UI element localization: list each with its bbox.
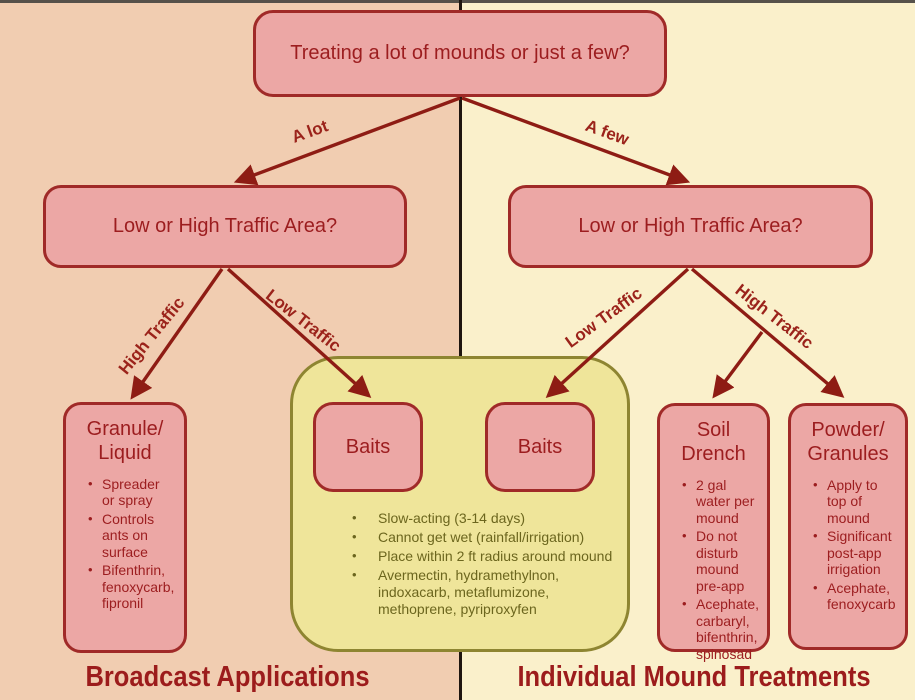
node-root-question: Treating a lot of mounds or just a few? (253, 10, 667, 97)
bullet-item: Apply to top of mound (813, 477, 895, 527)
granule-liquid-bullets: Spreader or sprayControls ants on surfac… (74, 476, 176, 612)
bullet-item: Spreader or spray (88, 476, 174, 509)
bullet-item: Slow-acting (3-14 days) (348, 510, 616, 527)
bullet-item: Do not disturb mound pre-app (682, 528, 757, 594)
baits-left-title: Baits (345, 435, 391, 458)
bullet-item: Cannot get wet (rainfall/irrigation) (348, 529, 616, 546)
broadcast-applications-label: Broadcast Applications (85, 661, 370, 693)
soil-drench-bullets: 2 gal water per moundDo not disturb moun… (668, 477, 759, 663)
left-traffic-question-text: Low or High Traffic Area? (112, 215, 338, 237)
baits-right-title: Baits (517, 435, 563, 458)
bullet-item: Bifenthrin, fenoxycarb, fipronil (88, 562, 174, 612)
node-baits-left: Baits (313, 402, 423, 492)
node-powder-granules: Powder/ Granules Apply to top of moundSi… (788, 403, 908, 650)
right-traffic-question-text: Low or High Traffic Area? (578, 215, 803, 237)
baits-group-notes: Slow-acting (3-14 days) Cannot get wet (r… (348, 510, 616, 620)
section-divider-line (459, 0, 462, 700)
soil-drench-title: Soil Drench (681, 419, 746, 466)
bullet-item: Acephate, carbaryl, bifenthrin, spinosad (682, 596, 759, 662)
individual-mound-treatments-label: Individual Mound Treatments (517, 661, 871, 693)
node-left-traffic-question: Low or High Traffic Area? (43, 185, 407, 268)
top-edge-strip (0, 0, 915, 3)
bullet-item: Avermectin, hydramethylnon, indoxacarb, … (348, 567, 616, 618)
bullet-item: Controls ants on surface (88, 511, 174, 561)
powder-granules-title: Powder/ Granules (807, 419, 889, 466)
granule-liquid-title: Granule/ Liquid (86, 418, 164, 465)
powder-granules-bullets: Apply to top of moundSignificant post-ap… (799, 477, 897, 613)
bullet-item: Place within 2 ft radius around mound (348, 548, 616, 565)
bullet-item: 2 gal water per mound (682, 477, 757, 527)
root-question-text: Treating a lot of mounds or just a few? (290, 42, 630, 64)
bullet-item: Significant post-app irrigation (813, 528, 895, 578)
node-baits-right: Baits (485, 402, 595, 492)
node-soil-drench: Soil Drench 2 gal water per moundDo not … (657, 403, 770, 662)
bullet-item: Acephate, fenoxycarb (813, 580, 895, 613)
node-granule-liquid: Granule/ Liquid Spreader or sprayControl… (63, 402, 187, 653)
node-right-traffic-question: Low or High Traffic Area? (508, 185, 873, 268)
